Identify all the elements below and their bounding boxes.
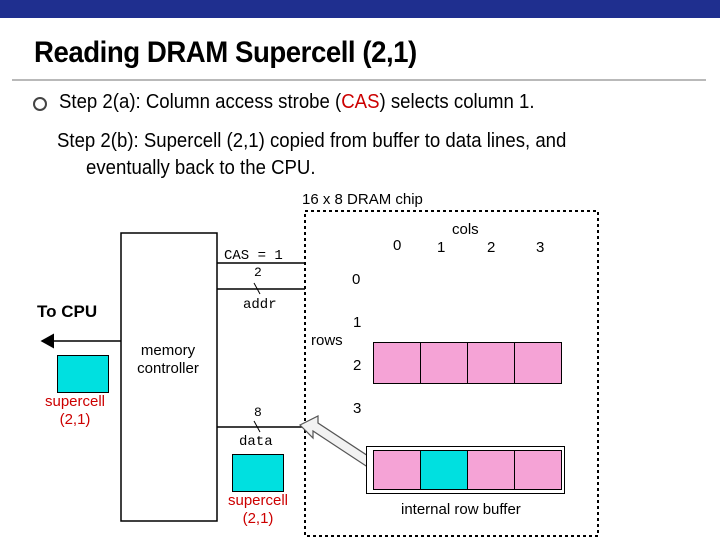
row-buffer-cell-2 — [467, 450, 515, 490]
row-buffer-label: internal row buffer — [401, 501, 521, 518]
bullet-icon — [33, 97, 47, 111]
array-cell-2-1 — [420, 342, 468, 384]
cas-label: CAS = 1 — [224, 248, 283, 264]
step-2b-line1: Step 2(b): Supercell (2,1) copied from b… — [57, 130, 567, 152]
step-2a-part1: Step 2(a): Column access strobe ( — [59, 91, 342, 113]
header-bar — [0, 0, 720, 18]
data-supercell-line1: supercell — [227, 492, 289, 509]
rows-label: rows — [311, 332, 343, 349]
data-supercell-label: supercell (2,1) — [213, 492, 303, 528]
cols-label: cols — [452, 221, 479, 238]
col-header-2: 2 — [487, 239, 496, 256]
cpu-supercell-line2: (2,1) — [59, 411, 91, 428]
data-label: data — [239, 434, 273, 450]
addr-width-label: 2 — [254, 265, 262, 280]
dram-chip-outline — [304, 210, 599, 537]
col-header-3: 3 — [536, 239, 545, 256]
data-width-label: 8 — [254, 405, 262, 420]
memory-controller-label: memory controller — [126, 342, 210, 378]
memory-controller-box — [120, 232, 218, 522]
memory-controller-line2: controller — [137, 360, 199, 377]
row-buffer-cell-1 — [420, 450, 468, 490]
col-header-0: 0 — [393, 237, 402, 254]
addr-label: addr — [243, 297, 277, 313]
cpu-supercell-box — [57, 355, 109, 393]
row-header-2: 2 — [353, 357, 362, 374]
to-cpu-label: To CPU — [37, 302, 98, 321]
data-supercell-line2: (2,1) — [242, 510, 274, 527]
page-title: Reading DRAM Supercell (2,1) — [34, 36, 417, 69]
memory-controller-line1: memory — [140, 342, 196, 359]
step-2a-part2: ) selects column 1. — [379, 91, 535, 113]
cpu-supercell-label: supercell (2,1) — [30, 393, 120, 429]
array-cell-2-0 — [373, 342, 421, 384]
step-2b-line2: eventually back to the CPU. — [86, 157, 316, 179]
col-header-1: 1 — [437, 239, 446, 256]
row-buffer-cell-3 — [514, 450, 562, 490]
row-header-0: 0 — [352, 271, 361, 288]
array-cell-2-3 — [514, 342, 562, 384]
step-2a-text: Step 2(a): Column access strobe (CAS) se… — [59, 91, 535, 114]
cpu-supercell-line1: supercell — [44, 393, 106, 410]
chip-label: 16 x 8 DRAM chip — [302, 191, 423, 208]
row-header-1: 1 — [353, 314, 362, 331]
cas-highlight: CAS — [341, 91, 380, 113]
row-buffer-cell-0 — [373, 450, 421, 490]
title-divider — [12, 79, 706, 81]
row-header-3: 3 — [353, 400, 362, 417]
array-cell-2-2 — [467, 342, 515, 384]
data-supercell-box — [232, 454, 284, 492]
